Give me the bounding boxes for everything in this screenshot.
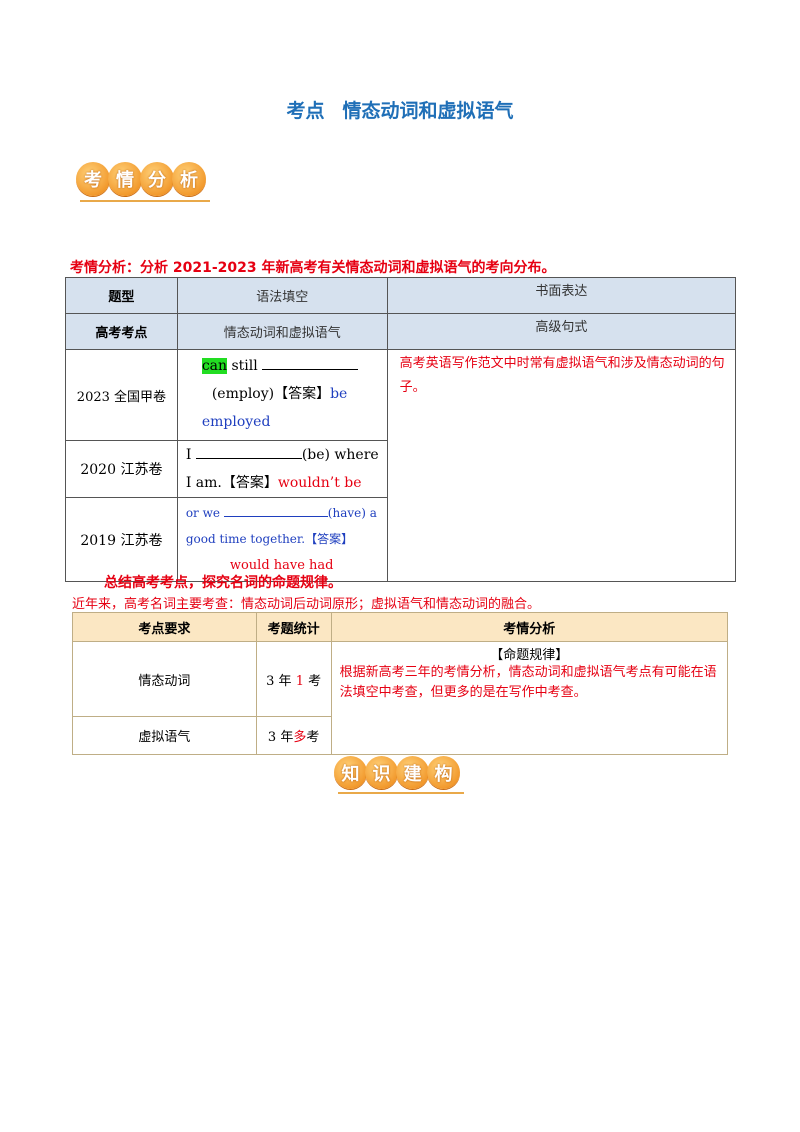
section-badge-analysis: 考 情 分 析 <box>76 162 206 196</box>
rule-text: 根据新高考三年的考情分析，情态动词和虚拟语气考点有可能在语法填空中考查，但更多的… <box>339 665 717 700</box>
table-row: 2019 江苏卷 or we (have) a good time togeth… <box>65 497 736 582</box>
question-text: or we <box>185 506 224 520</box>
header-question-type: 题型 <box>65 277 178 314</box>
stat-cell: 3 年多考 <box>255 716 332 755</box>
analysis-cell: 【命题规律】 根据新高考三年的考情分析，情态动词和虚拟语气考点有可能在语法填空中… <box>330 641 729 755</box>
stat-years: 3 年 <box>266 673 296 689</box>
row-year: 2023 全国甲卷 <box>65 349 178 441</box>
table-row: 虚拟语气 3 年多考 <box>72 716 728 755</box>
badge-char: 情 <box>108 162 142 196</box>
row-year: 2019 江苏卷 <box>65 497 178 582</box>
writing-note: 高考英语写作范文中时常有虚拟语气和涉及情态动词的句子。 <box>386 349 737 582</box>
badge-char: 识 <box>365 756 398 789</box>
question-text: still <box>227 358 263 374</box>
badge-char: 构 <box>427 756 460 789</box>
exam-requirements-table: 考点要求 考题统计 考情分析 情态动词 3 年 1 考 【命题规律】 根据新高考… <box>72 612 729 755</box>
badge-char: 分 <box>140 162 174 196</box>
table-row: 2020 江苏卷 I (be) where I am.【答案】wouldn’t … <box>65 440 736 498</box>
header-requirement: 考点要求 <box>72 612 257 642</box>
stat-count: 多 <box>293 730 307 745</box>
analysis-heading: 考情分析：分析 2021-2023 年新高考有关情态动词和虚拟语气的考向分布。 <box>70 260 556 276</box>
subheader-modal-subjunctive: 情态动词和虚拟语气 <box>176 313 388 350</box>
requirement-subjunctive: 虚拟语气 <box>72 716 257 755</box>
question-text: (have) a good time together.【答案】 <box>185 506 377 546</box>
header-statistics: 考题统计 <box>255 612 332 642</box>
subheader-advanced-sentence: 高级句式 <box>386 313 737 350</box>
summary-heading: 总结高考考点，探究名词的命题规律。 <box>104 575 342 591</box>
answer-blank <box>262 357 359 370</box>
page-title: 考点情态动词和虚拟语气 <box>0 96 800 123</box>
subheader-exam-point: 高考考点 <box>65 313 178 350</box>
badge-char: 考 <box>76 162 110 196</box>
badge-char: 建 <box>396 756 429 789</box>
row-question: I (be) where I am.【答案】wouldn’t be <box>176 440 388 498</box>
stat-count: 1 <box>295 673 304 689</box>
stat-cell: 3 年 1 考 <box>255 641 332 717</box>
badge-underline <box>80 200 210 202</box>
highlight-word: can <box>201 358 228 374</box>
table-header-row: 考点要求 考题统计 考情分析 <box>72 612 729 642</box>
header-writing: 书面表达 <box>386 277 737 314</box>
stat-years: 3 年 <box>267 730 294 745</box>
answer-blank <box>223 504 328 517</box>
table-row: 2023 全国甲卷 can still (employ)【答案】be emplo… <box>65 349 737 582</box>
row-question: or we (have) a good time together.【答案】 w… <box>176 497 388 582</box>
answer-blank <box>195 446 302 459</box>
stat-unit: 考 <box>306 730 320 745</box>
row-year: 2020 江苏卷 <box>65 440 178 498</box>
table-header-row: 题型 语法填空 书面表达 <box>65 277 737 314</box>
question-text: I <box>185 447 196 463</box>
question-text: (employ)【答案】 <box>211 386 331 402</box>
header-grammar-fill: 语法填空 <box>176 277 388 314</box>
table-subheader-row: 高考考点 情态动词和虚拟语气 高级句式 <box>65 313 737 350</box>
title-topic: 情态动词和虚拟语气 <box>342 100 514 122</box>
table-row: 情态动词 3 年 1 考 【命题规律】 根据新高考三年的考情分析，情态动词和虚拟… <box>72 641 729 755</box>
answer-text: would have had <box>229 558 334 573</box>
badge-char: 析 <box>172 162 206 196</box>
header-analysis: 考情分析 <box>330 612 729 642</box>
title-prefix: 考点 <box>286 100 325 122</box>
row-question: can still (employ)【答案】be employed <box>176 349 388 441</box>
stat-unit: 考 <box>303 673 322 689</box>
summary-text: 近年来，高考名词主要考查：情态动词后动词原形；虚拟语气和情态动词的融合。 <box>72 597 541 612</box>
answer-text: wouldn’t be <box>277 475 362 491</box>
requirement-modal-verbs: 情态动词 <box>72 641 257 717</box>
badge-char: 知 <box>334 756 367 789</box>
section-badge-knowledge: 知 识 建 构 <box>334 756 460 789</box>
badge-underline <box>338 792 464 794</box>
rule-title: 【命题规律】 <box>490 648 569 663</box>
question-text: (be) where I am.【答案】 <box>185 447 379 491</box>
exam-distribution-table: 题型 语法填空 书面表达 高考考点 情态动词和虚拟语气 高级句式 2023 全国… <box>65 277 737 582</box>
answer-text: be employed <box>201 386 348 430</box>
